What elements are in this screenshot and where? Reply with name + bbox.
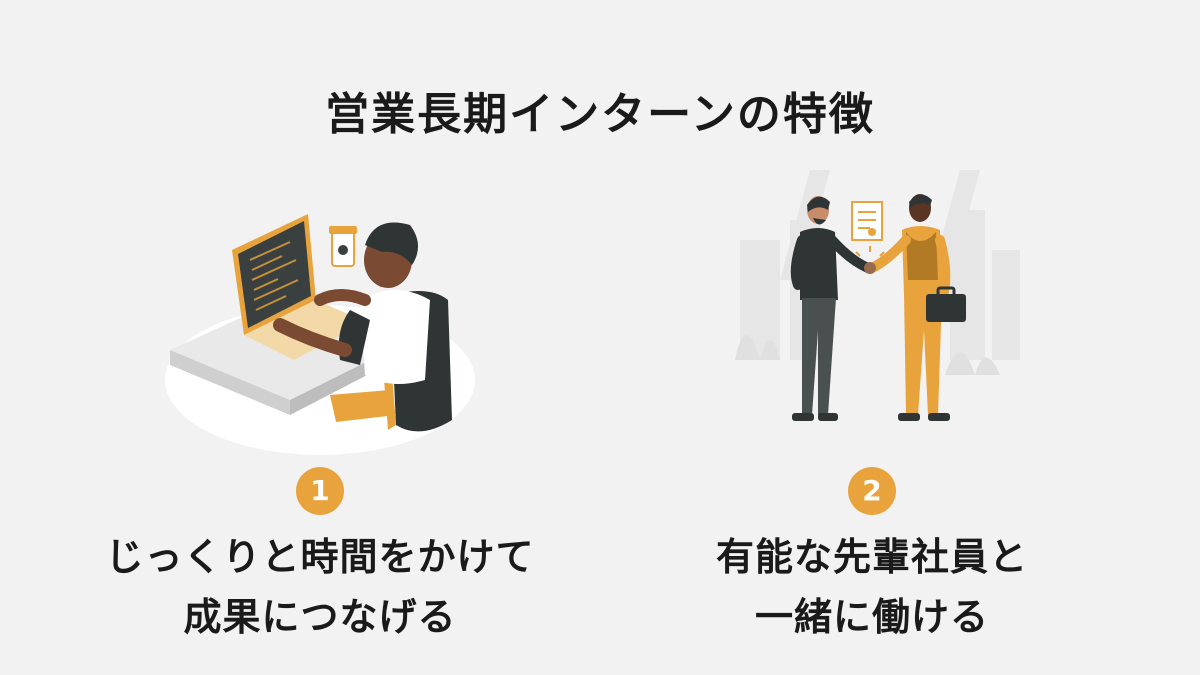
feature-caption-line: 一緒に働ける	[754, 595, 989, 639]
feature-caption: 有能な先輩社員と 一緒に働ける	[592, 527, 1152, 647]
feature-caption-line: 有能な先輩社員と	[715, 535, 1028, 579]
feature-number-badge: 2	[848, 467, 896, 515]
handshake-business-partners-illustration	[720, 160, 1030, 440]
page-title: 営業長期インターンの特徴	[325, 89, 875, 140]
feature-number-badge: 1	[296, 467, 344, 515]
person-coding-at-laptop-illustration	[160, 190, 480, 460]
feature-caption-line: 成果につなげる	[183, 595, 457, 639]
feature-caption-line: じっくりと時間をかけて	[105, 535, 535, 579]
feature-caption: じっくりと時間をかけて 成果につなげる	[40, 527, 600, 647]
